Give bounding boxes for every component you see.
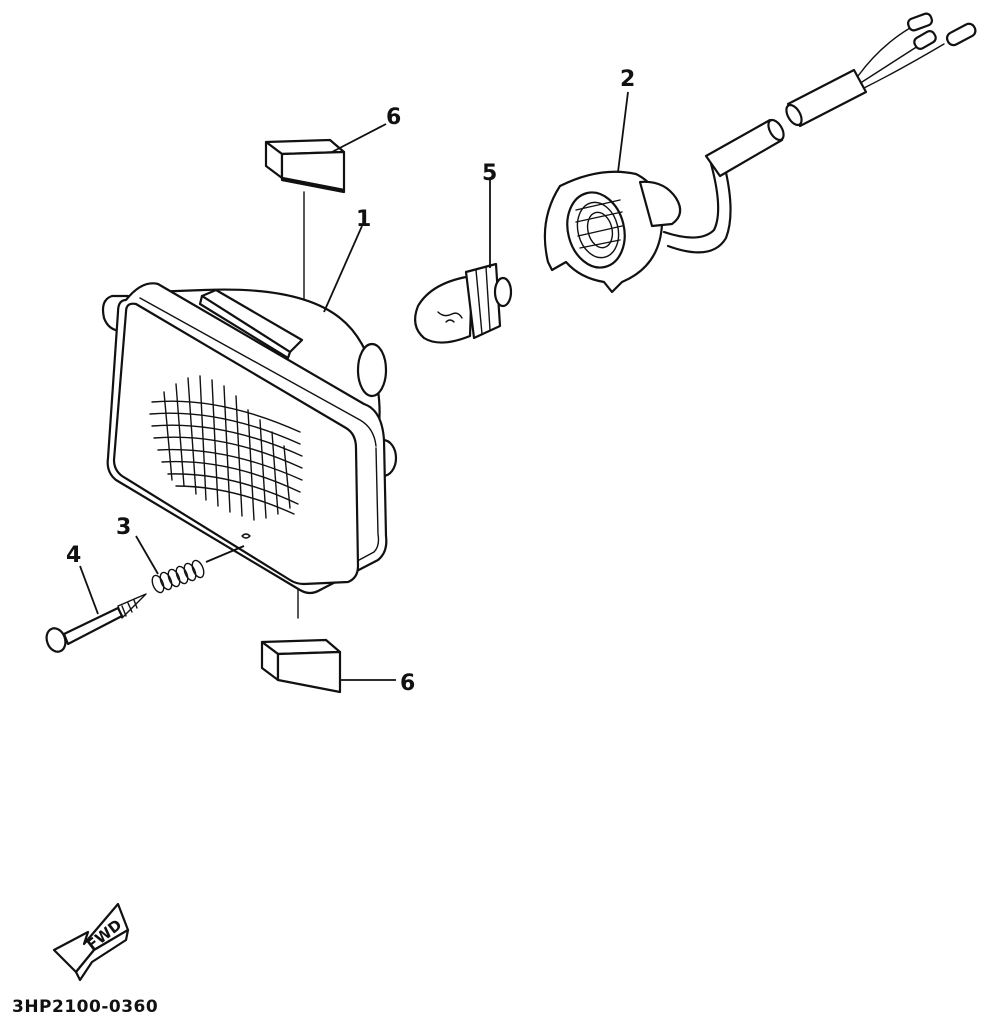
fwd-arrow-icon: FWD <box>52 902 130 982</box>
callout-6-top: 6 <box>386 105 401 130</box>
callout-4: 4 <box>66 543 81 568</box>
pad-top <box>264 123 387 319</box>
callout-3: 3 <box>116 515 131 540</box>
diagram-code: 3HP2100-0360 <box>12 997 158 1017</box>
socket-cord <box>543 12 977 294</box>
spring <box>135 535 245 594</box>
callout-1: 1 <box>356 207 371 232</box>
headlight-unit <box>101 225 398 619</box>
callout-5: 5 <box>482 161 497 186</box>
callout-2: 2 <box>620 67 635 92</box>
screw <box>45 565 147 653</box>
pad-bottom <box>260 638 396 694</box>
callout-6-bottom: 6 <box>400 671 415 696</box>
bulb <box>413 178 513 344</box>
